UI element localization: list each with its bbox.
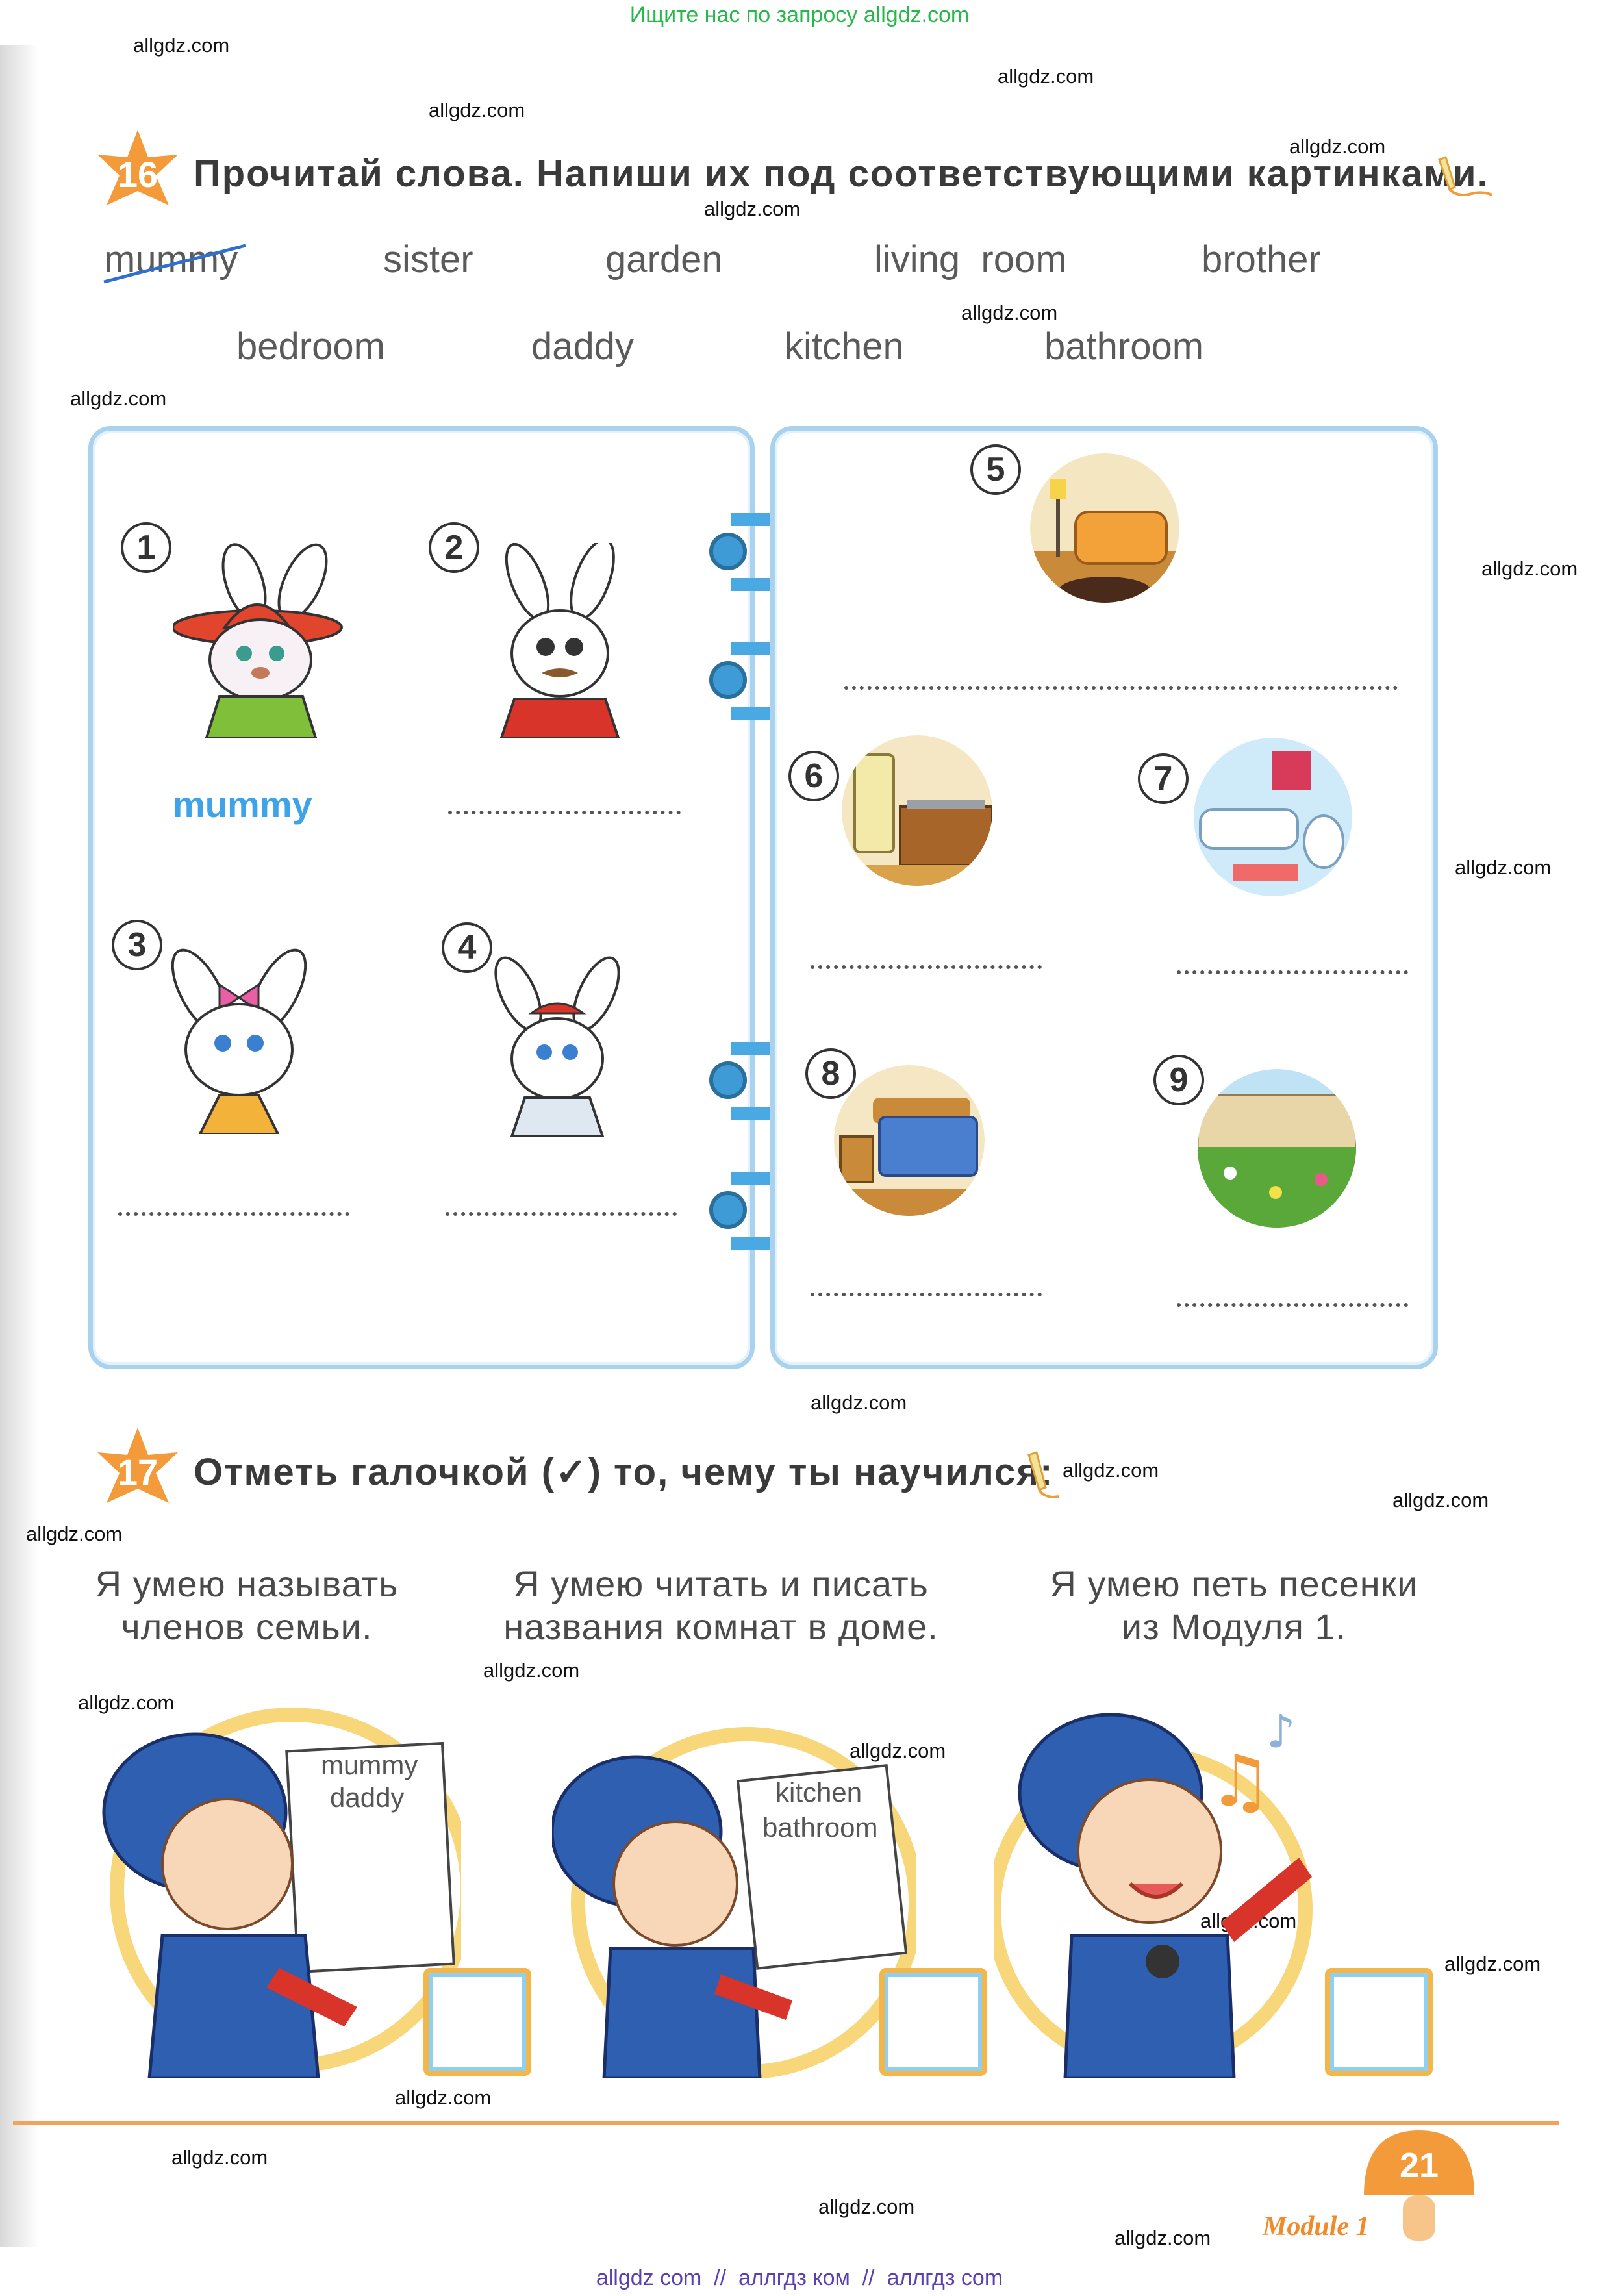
skill-1-line1: Я умею называть	[95, 1563, 399, 1604]
pencil-icon	[1027, 1451, 1059, 1498]
garden-icon	[1198, 1069, 1356, 1228]
exercise16-instruction: Прочитай слова. Напиши их под соответств…	[194, 153, 1489, 195]
answer-line-8[interactable]	[811, 1293, 1042, 1296]
skill-1: Я умею называть членов семьи.	[78, 1563, 416, 1648]
checkbox-skill-3[interactable]	[1325, 1968, 1433, 2076]
star-badge-icon: 17	[97, 1428, 178, 1503]
word-bank-garden: garden	[605, 238, 723, 281]
checkbox-skill-2[interactable]	[879, 1968, 987, 2076]
exercise16-number: 16	[118, 154, 158, 195]
watermark: allgdz.com	[1063, 1459, 1159, 1482]
picture-number: 1	[121, 522, 171, 573]
watermark: allgdz.com	[395, 2086, 492, 2109]
example-answer: mummy	[173, 784, 312, 825]
star-badge-icon: 16	[97, 130, 178, 205]
picture-number: 7	[1138, 753, 1189, 804]
svg-text:♫: ♫	[1208, 1739, 1272, 1823]
top-banner: Ищите нас по запросу allgdz.com	[629, 3, 970, 27]
card-word: kitchen	[775, 1777, 862, 1808]
watermark: allgdz.com	[961, 301, 1058, 324]
exercise17-instruction: Отметь галочкой (✓) то, чему ты научился…	[194, 1451, 1054, 1493]
rooms-panel	[770, 426, 1438, 1369]
bunny-sister-icon	[171, 948, 307, 1134]
watermark: allgdz.com	[818, 2195, 915, 2218]
checkbox-skill-1[interactable]	[423, 1968, 531, 2076]
word-bank-brother: brother	[1202, 238, 1321, 281]
boy-singing-icon: ♫ ♪	[994, 1705, 1313, 2078]
skill-3: Я умею петь песенки из Модуля 1.	[1013, 1563, 1455, 1648]
word-bank-daddy: daddy	[531, 325, 635, 368]
watermark: allgdz.com	[998, 65, 1094, 88]
picture-number: 2	[429, 522, 479, 573]
answer-line-5[interactable]	[844, 686, 1398, 690]
bathroom-icon	[1194, 738, 1352, 896]
word-bank-kitchen: kitchen	[785, 325, 904, 368]
watermark: allgdz.com	[78, 1691, 175, 1714]
page-number: 21	[1400, 2146, 1439, 2185]
skill-2-line1: Я умею читать и писать	[513, 1563, 929, 1604]
word-bank-mummy: mummy	[104, 238, 238, 281]
picture-number: 3	[112, 920, 162, 970]
boy-writing-rooms-icon	[552, 1727, 916, 2078]
boy-writing-family-icon	[102, 1708, 461, 2078]
page-edge-shadow	[0, 45, 39, 2247]
word-bank-bedroom: bedroom	[236, 325, 385, 368]
card-word: mummy	[321, 1750, 418, 1780]
bunny-mummy-icon	[173, 543, 343, 738]
bunny-daddy-icon	[499, 543, 620, 738]
picture-number: 8	[805, 1048, 856, 1099]
module-label: Module 1	[1263, 2212, 1370, 2241]
kitchen-icon	[842, 735, 992, 886]
watermark: allgdz.com	[1289, 135, 1386, 158]
card-word: daddy	[330, 1782, 405, 1813]
watermark: allgdz.com	[483, 1659, 580, 1682]
word-bank-bathroom: bathroom	[1044, 325, 1204, 368]
strike-through	[103, 244, 246, 284]
picture-number: 9	[1153, 1055, 1204, 1105]
watermark: allgdz.com	[26, 1522, 123, 1545]
bedroom-icon	[834, 1065, 985, 1216]
skill-2: Я умею читать и писать названия комнат в…	[481, 1563, 961, 1648]
watermark: allgdz.com	[171, 2146, 268, 2169]
watermark: allgdz.com	[1114, 2227, 1211, 2249]
answer-line-7[interactable]	[1177, 970, 1408, 974]
watermark: allgdz.com	[850, 1739, 946, 1762]
watermark: allgdz.com	[1444, 1952, 1541, 1975]
skill-1-line2: членов семьи.	[121, 1606, 373, 1647]
svg-text:♪: ♪	[1266, 1705, 1296, 1758]
answer-line-9[interactable]	[1177, 1303, 1408, 1307]
exercise17-number: 17	[118, 1452, 158, 1493]
footer-divider	[13, 2121, 1559, 2125]
picture-number: 4	[442, 922, 492, 973]
skill-3-line1: Я умею петь песенки	[1050, 1563, 1418, 1604]
picture-number: 6	[788, 751, 839, 801]
bottom-banner: allgdz com // аллгдз ком // аллгдз com	[596, 2265, 1003, 2290]
watermark: allgdz.com	[1392, 1489, 1489, 1511]
answer-line-3[interactable]	[118, 1212, 349, 1216]
watermark: allgdz.com	[133, 34, 230, 57]
picture-number: 5	[970, 444, 1021, 495]
answer-line-2[interactable]	[448, 811, 681, 814]
watermark: allgdz.com	[429, 99, 525, 121]
watermark: allgdz.com	[704, 197, 801, 220]
skill-2-line2: названия комнат в доме.	[503, 1606, 938, 1647]
watermark: allgdz.com	[70, 387, 167, 410]
watermark: allgdz.com	[1455, 856, 1552, 879]
watermark: allgdz.com	[1481, 557, 1578, 580]
word-bank-sister: sister	[383, 238, 473, 281]
bunny-brother-icon	[494, 956, 620, 1137]
answer-line-4[interactable]	[446, 1212, 677, 1216]
card-word: bathroom	[762, 1812, 878, 1843]
mushroom-icon: 21	[1364, 2130, 1474, 2241]
word-bank-living-room: living room	[874, 238, 1067, 281]
skill-3-line2: из Модуля 1.	[1121, 1606, 1347, 1647]
answer-line-6[interactable]	[811, 965, 1042, 969]
watermark: allgdz.com	[811, 1391, 907, 1414]
pencil-icon	[1438, 156, 1493, 196]
living-room-icon	[1030, 453, 1179, 603]
